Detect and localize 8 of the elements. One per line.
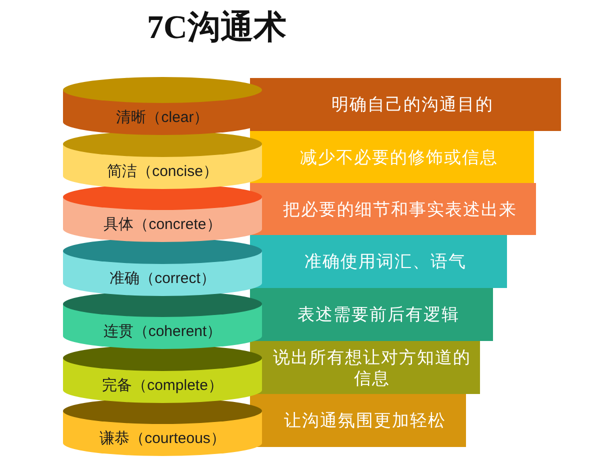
- description-bar: 表述需要前后有逻辑: [250, 288, 493, 341]
- title: 7C沟通术: [147, 9, 286, 48]
- description-bar: 准确使用词汇、语气: [250, 235, 507, 288]
- description-bar: 减少不必要的修饰或信息: [250, 131, 534, 183]
- description-bar: 明确自己的沟通目的: [250, 78, 561, 131]
- description-bar: 让沟通氛围更加轻松: [250, 394, 466, 447]
- description-bar: 把必要的细节和事实表述出来: [250, 183, 536, 235]
- description-bar: 说出所有想让对方知道的信息: [250, 341, 480, 394]
